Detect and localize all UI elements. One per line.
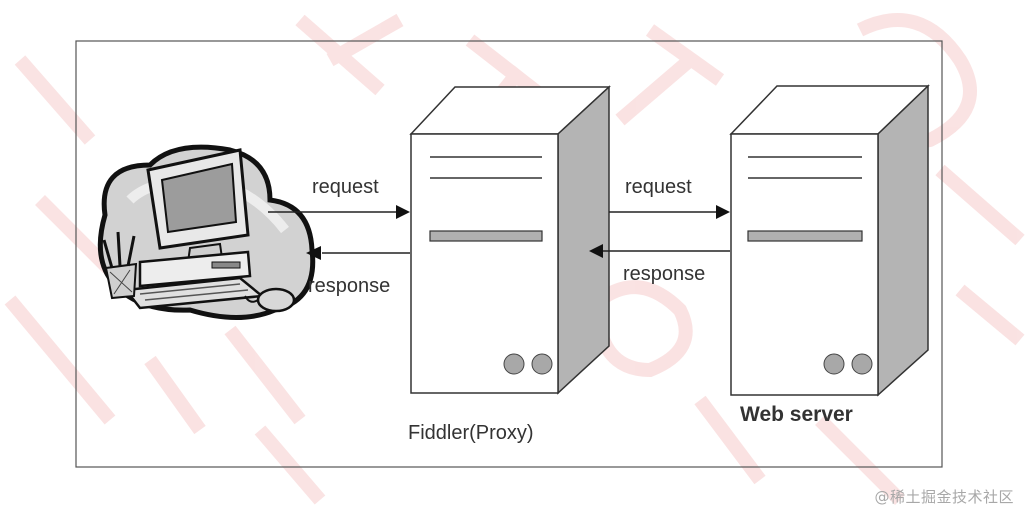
node-label-proxy: Fiddler(Proxy) (408, 422, 534, 444)
watermark-text: @稀土掘金技术社区 (874, 488, 1014, 506)
background-watermark (4, 13, 1025, 505)
edge-proxy-to-client (306, 246, 410, 260)
edge-label-request-2: request (625, 176, 692, 198)
edge-server-to-proxy (589, 244, 730, 258)
edge-label-response-1: response (308, 275, 390, 297)
edge-client-to-proxy (268, 205, 410, 219)
edge-proxy-to-server (609, 205, 730, 219)
diagram-frame (75, 40, 943, 468)
node-label-server: Web server (740, 403, 853, 426)
client-computer-icon (97, 144, 316, 320)
web-server-icon (729, 84, 930, 397)
proxy-server-icon (409, 85, 611, 395)
edge-label-response-2: response (623, 263, 705, 285)
edge-label-request-1: request (312, 176, 379, 198)
